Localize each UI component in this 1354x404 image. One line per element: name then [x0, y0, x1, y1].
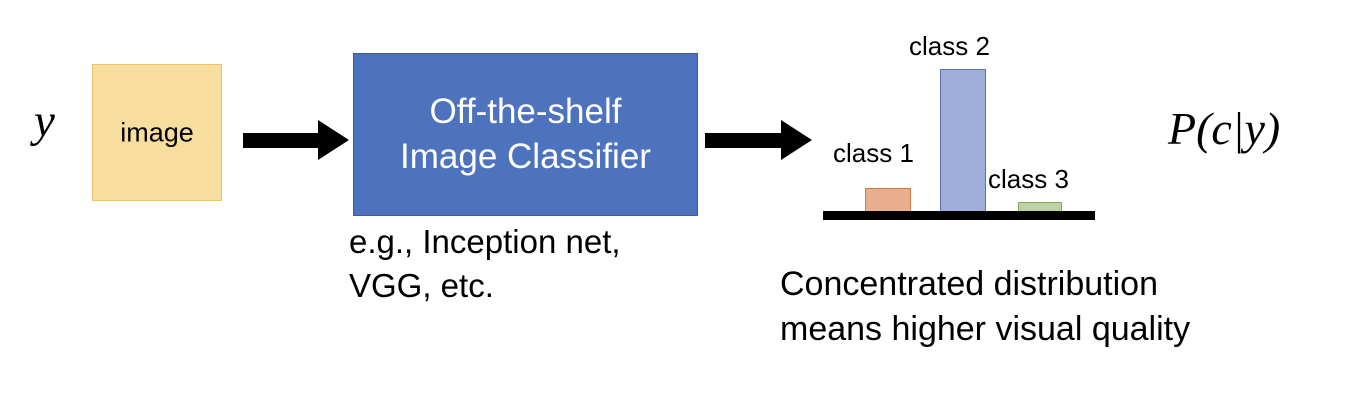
- classifier-caption-line-2: VGG, etc.: [349, 266, 494, 304]
- bar-label-class-2: class 2: [909, 31, 990, 61]
- classifier-caption-line-1: e.g., Inception net,: [349, 223, 621, 260]
- classifier-box: Off-the-shelf Image Classifier: [353, 53, 698, 216]
- chart-caption-line-1: Concentrated distribution: [780, 265, 1159, 303]
- arrow-shaft: [705, 133, 784, 148]
- chart-caption-line-2: means higher visual quality: [780, 310, 1191, 349]
- classifier-title-line-2: Image Classifier: [400, 136, 651, 176]
- bar-label-class-1: class 1: [833, 138, 914, 168]
- arrow-right-icon: [705, 120, 813, 160]
- arrow-head: [318, 120, 349, 160]
- image-box-label: image: [120, 117, 194, 147]
- bar-label-class-3: class 3: [988, 164, 1069, 194]
- chart-caption: Concentrated distribution means higher v…: [780, 262, 1340, 352]
- arrow-head: [781, 120, 812, 160]
- classifier-caption: e.g., Inception net, VGG, etc.: [349, 220, 749, 308]
- arrow-shaft: [243, 133, 321, 148]
- chart-baseline-axis: [823, 211, 1095, 220]
- bar-class-1: [865, 188, 911, 212]
- image-box: image: [92, 64, 222, 201]
- input-variable-label: y: [34, 95, 55, 147]
- probability-label: P(c|y): [1168, 103, 1281, 154]
- bar-class-2: [940, 69, 986, 212]
- arrow-right-icon: [243, 120, 349, 160]
- classifier-title-line-1: Off-the-shelf: [429, 91, 622, 131]
- class-probability-bar-chart: class 1 class 2 class 3: [820, 20, 1100, 225]
